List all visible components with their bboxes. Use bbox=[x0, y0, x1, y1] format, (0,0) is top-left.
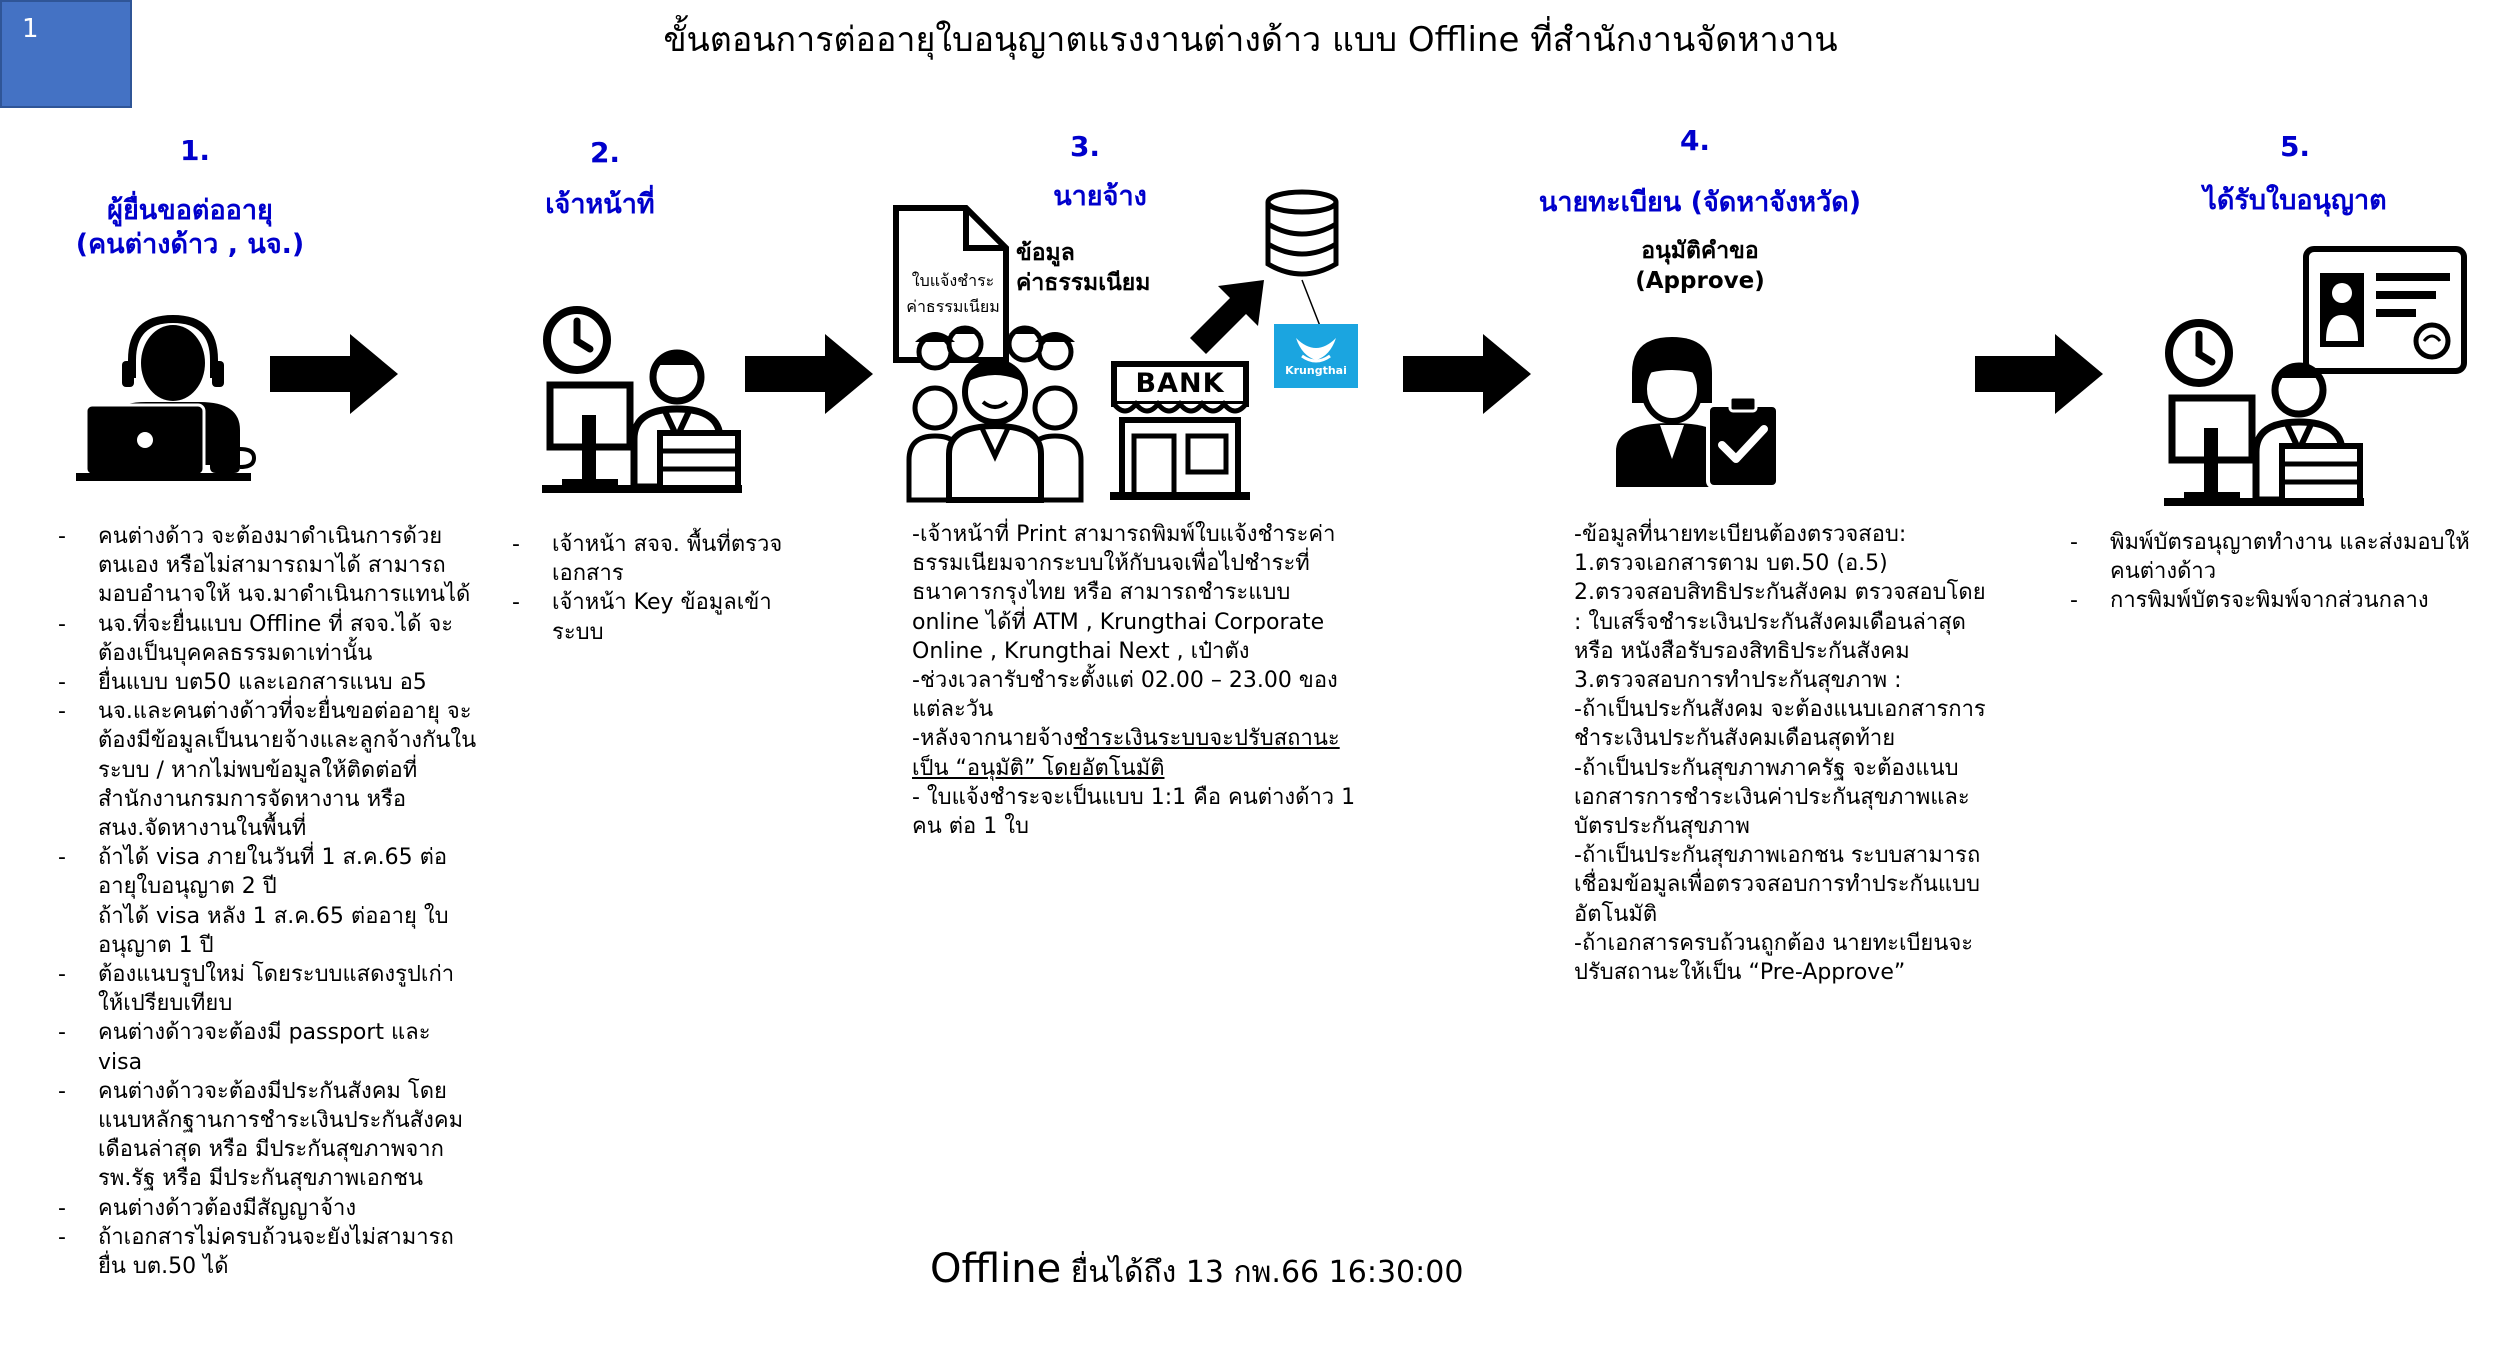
page-title: ขั้นตอนการต่ออายุใบอนุญาตแรงงานต่างด้าว … bbox=[663, 20, 1838, 60]
step-5-notes: พิมพ์บัตรอนุญาตทำงาน และส่งมอบให้คนต่างด… bbox=[2070, 528, 2470, 616]
step-3-title: นายจ้าง bbox=[1053, 181, 1147, 212]
step-1-note: คนต่างด้าวต้องมีสัญญาจ้าง bbox=[58, 1194, 478, 1223]
step-2-title: เจ้าหน้าที่ bbox=[545, 189, 655, 220]
step-3-notes: -เจ้าหน้าที่ Print สามารถพิมพ์ใบแจ้งชำระ… bbox=[912, 520, 1362, 841]
step-1-note: คนต่างด้าวจะต้องมี passport และ visa bbox=[58, 1018, 478, 1076]
step-1-notes: คนต่างด้าว จะต้องมาดำเนินการด้วยตนเอง หร… bbox=[58, 522, 478, 1281]
krungthai-label: Krungthai bbox=[1285, 364, 1347, 377]
step-4-note: -ถ้าเอกสารครบถ้วนถูกต้อง นายทะเบียนจะปรั… bbox=[1574, 930, 1974, 986]
step-1-number: 1. bbox=[179, 134, 211, 167]
fee-data-label: ข้อมูล ค่าธรรมเนียม bbox=[1016, 240, 1151, 296]
step-4-note: 3.ตรวจสอบการทำประกันสุขภาพ : bbox=[1574, 668, 1902, 694]
step-1-title: ผู้ยื่นขอต่ออายุ (คนต่างด้าว , นจ.) bbox=[75, 195, 305, 260]
slide-number: 1 bbox=[22, 14, 39, 44]
connector-line bbox=[1301, 279, 1321, 327]
step-3-note: - ใบแจ้งชำระจะเป็นแบบ 1:1 คือ คนต่างด้าว… bbox=[912, 784, 1356, 840]
step-3-number: 3. bbox=[1069, 130, 1101, 163]
flow-arrow-icon bbox=[270, 334, 398, 414]
officer-desk-icon bbox=[542, 306, 742, 493]
flow-arrow-icon bbox=[1975, 334, 2103, 414]
step-2-note: เจ้าหน้า Key ข้อมูลเข้าระบบ bbox=[512, 588, 812, 646]
flow-arrow-icon bbox=[1403, 334, 1531, 414]
krungthai-logo-icon bbox=[1274, 324, 1358, 388]
license-card-icon bbox=[2303, 246, 2467, 374]
step-5-title: ได้รับใบอนุญาต bbox=[2203, 185, 2387, 216]
step-4-note: -ถ้าเป็นประกันสังคม จะต้องแนบเอกสารการชำ… bbox=[1574, 697, 1986, 752]
step-1-note: ต้องแนบรูปใหม่ โดยระบบแสดงรูปเก่าให้เปรี… bbox=[58, 960, 478, 1018]
step-4-note: -ข้อมูลที่นายทะเบียนต้องตรวจสอบ: bbox=[1574, 522, 1907, 547]
upload-arrow-icon bbox=[1190, 280, 1264, 354]
registrar-approve-icon bbox=[1616, 337, 1780, 489]
step-2-note: เจ้าหน้า สจจ. พื้นที่ตรวจเอกสาร bbox=[512, 530, 812, 588]
step-4-note: -ถ้าเป็นประกันสุขภาพภาครัฐ จะต้องแนบเอกส… bbox=[1574, 755, 1970, 840]
step-4-title: นายทะเบียน (จัดหาจังหวัด) bbox=[1538, 187, 1862, 218]
bank-building-icon bbox=[1110, 361, 1250, 500]
step-1-note: คนต่างด้าว จะต้องมาดำเนินการด้วยตนเอง หร… bbox=[58, 522, 478, 610]
step-1-note: นจ.และคนต่างด้าวที่จะยื่นขอต่ออายุ จะต้อ… bbox=[58, 697, 478, 843]
step-3-note: -ช่วงเวลารับชำระตั้งแต่ 02.00 – 23.00 ขอ… bbox=[912, 668, 1338, 723]
step-1-note: ถ้าได้ visa หลัง 1 ส.ค.65 ต่ออายุ ใบอนุญ… bbox=[98, 903, 449, 958]
step-4-notes: -ข้อมูลที่นายทะเบียนต้องตรวจสอบ: 1.ตรวจเ… bbox=[1574, 520, 1994, 987]
database-icon bbox=[1265, 189, 1339, 277]
bank-label: BANK bbox=[1135, 368, 1225, 399]
person-laptop-icon bbox=[76, 315, 257, 481]
step-2-number: 2. bbox=[589, 136, 621, 169]
payment-slip-icon bbox=[893, 205, 1009, 363]
step-3-note-auto-approve: -หลังจากนายจ้างชำระเงินระบบจะปรับสถานะเป… bbox=[912, 726, 1340, 781]
officer-desk-icon bbox=[2164, 319, 2364, 506]
step-1-note: ถ้าได้ visa ภายในวันที่ 1 ส.ค.65 ต่ออายุ… bbox=[58, 843, 478, 901]
step-2-notes: เจ้าหน้า สจจ. พื้นที่ตรวจเอกสาร เจ้าหน้า… bbox=[512, 530, 812, 647]
slide-number-badge bbox=[0, 0, 132, 108]
step-3-note: -เจ้าหน้าที่ Print สามารถพิมพ์ใบแจ้งชำระ… bbox=[912, 522, 1336, 664]
payment-slip-label: ใบแจ้งชำระ ค่าธรรมเนียม bbox=[906, 271, 1000, 316]
step-1-note: ยื่นแบบ บต50 และเอกสารแนบ อ5 bbox=[58, 668, 478, 697]
step-4-note: -ถ้าเป็นประกันสุขภาพเอกชน ระบบสามารถเชื่… bbox=[1574, 843, 1981, 927]
step-5-number: 5. bbox=[2279, 130, 2311, 163]
approve-label: อนุมัติคำขอ (Approve) bbox=[1635, 238, 1765, 294]
step-1-note: ถ้าเอกสารไม่ครบถ้วนจะยังไม่สามารถยื่น บต… bbox=[58, 1223, 478, 1281]
step-4-note: 1.ตรวจเอกสารตาม บต.50 (อ.5) bbox=[1574, 551, 1888, 577]
step-1-note: คนต่างด้าวจะต้องมีประกันสังคม โดยแนบหลัก… bbox=[58, 1077, 478, 1194]
flow-arrow-icon bbox=[745, 334, 873, 414]
step-5-note: การพิมพ์บัตรจะพิมพ์จากส่วนกลาง bbox=[2070, 586, 2470, 615]
step-1-note: นจ.ที่จะยื่นแบบ Offline ที่ สจจ.ได้ จะต้… bbox=[58, 610, 478, 668]
step-4-number: 4. bbox=[1679, 124, 1711, 157]
step-5-note: พิมพ์บัตรอนุญาตทำงาน และส่งมอบให้คนต่างด… bbox=[2070, 528, 2470, 586]
employer-group-icon bbox=[906, 325, 1084, 503]
step-4-note: 2.ตรวจสอบสิทธิประกันสังคม ตรวจสอบโดย : ใ… bbox=[1574, 580, 1986, 664]
deadline-note: Offline ยื่นได้ถึง 13 กพ.66 16:30:00 bbox=[930, 1246, 1464, 1292]
